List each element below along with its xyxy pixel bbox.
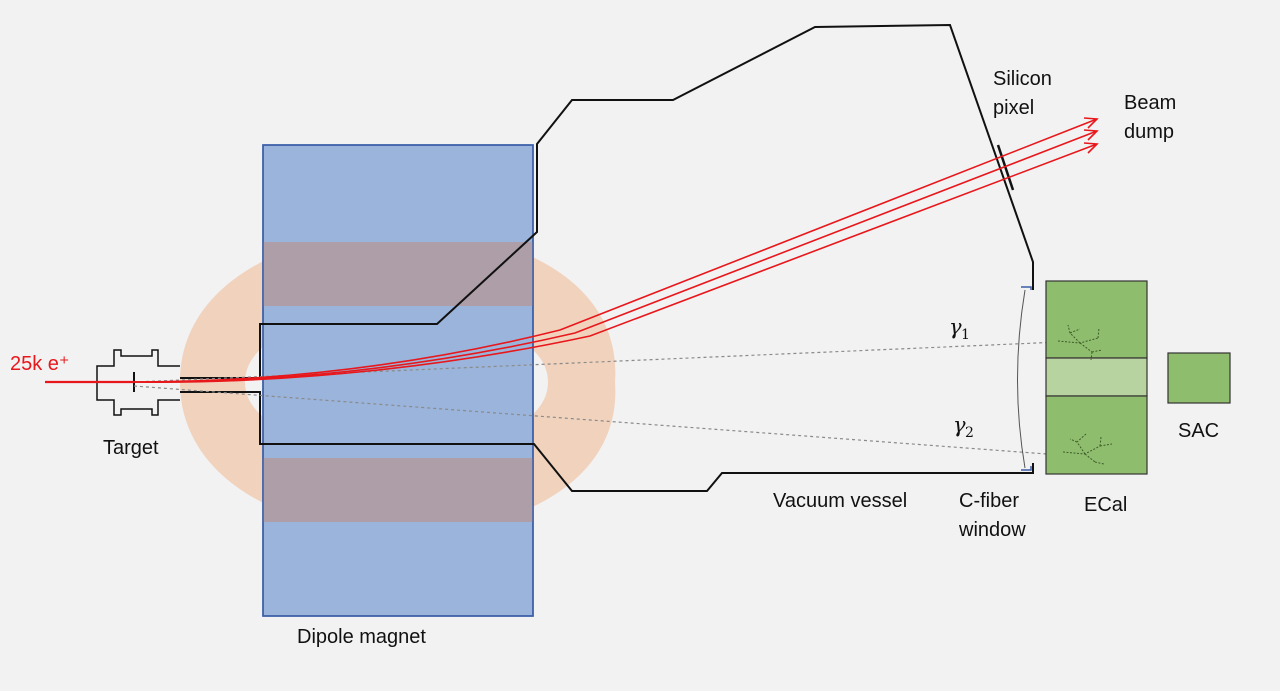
vacuum-vessel-label: Vacuum vessel [773, 490, 907, 512]
positron-beam [45, 117, 1099, 384]
gamma1-symbol: γ [949, 315, 962, 339]
target-label: Target [103, 437, 159, 459]
coil-overlap [263, 242, 533, 522]
beam-dump-label-line1: Beam [1124, 92, 1176, 114]
beam-dump-label-line2: dump [1124, 121, 1174, 143]
shower-1-branches [1057, 324, 1103, 361]
sac-label: SAC [1178, 420, 1219, 442]
silicon-pixel-detector [996, 144, 1015, 191]
coil-overlap-bottom [263, 458, 533, 522]
window-label-line1: C-fiber [959, 490, 1019, 512]
gamma2-symbol: γ [953, 413, 966, 437]
window-top-flange [1021, 286, 1032, 290]
sac-detector [1167, 352, 1231, 404]
ecal-lower-block [1045, 395, 1148, 475]
silicon-label-line1: Silicon [993, 68, 1052, 90]
window-curve [1017, 289, 1026, 469]
vacuum-vessel [180, 23, 1034, 492]
arrow-head-1 [1083, 117, 1099, 129]
gamma1-subscript: 1 [961, 327, 970, 343]
deflected-track-3 [133, 143, 1098, 383]
dipole-magnet-label: Dipole magnet [297, 626, 426, 648]
photon-1-path [133, 341, 1061, 383]
ecal-label: ECal [1084, 494, 1127, 516]
ecal [1045, 280, 1148, 475]
photon-2-path [133, 385, 1061, 456]
shower-2 [1062, 433, 1113, 465]
beam-in-label: 25k e⁺ [10, 353, 69, 375]
ecal-upper-block [1045, 280, 1148, 359]
gamma2-subscript: 2 [965, 425, 974, 441]
vessel-lower-wall [180, 391, 1034, 492]
photon-paths [133, 341, 1061, 456]
shower-2-branches [1062, 433, 1113, 465]
target-cross [96, 349, 180, 416]
window-label-line2: window [958, 519, 1026, 541]
dipole-magnet-outline [262, 144, 534, 617]
ecal-center-hole [1045, 357, 1148, 397]
vessel-upper-wall [180, 23, 1034, 379]
shower-1 [1057, 324, 1103, 361]
dipole-magnet-body [262, 144, 534, 617]
silicon-label-line2: pixel [993, 97, 1034, 119]
arrow-head-3 [1083, 142, 1099, 154]
coil-overlap-top [263, 242, 533, 306]
arrow-head-2 [1083, 129, 1099, 141]
window-bottom-flange [1021, 466, 1032, 471]
c-fiber-window [1017, 286, 1032, 471]
